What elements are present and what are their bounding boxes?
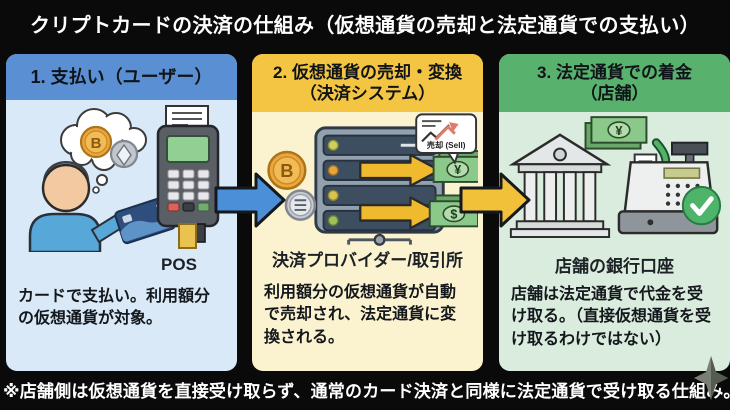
panel3-header-line1: 3. 法定通貨での着金 xyxy=(537,62,692,82)
bitcoin-coin-icon: B xyxy=(79,125,113,159)
svg-text:¥: ¥ xyxy=(615,123,623,138)
svg-text:B: B xyxy=(280,160,293,181)
panel2-header-line1: 2. 仮想通貨の売却・変換 xyxy=(273,62,462,82)
sell-chart-bubble-icon: 売却 (Sell) xyxy=(415,113,478,165)
svg-text:売却 (Sell): 売却 (Sell) xyxy=(427,140,466,150)
panel3-header: 3. 法定通貨での着金 （店舗） xyxy=(499,54,730,112)
svg-text:¥: ¥ xyxy=(454,163,461,177)
arrow-step2-to-step3-icon xyxy=(459,172,531,228)
panel3-description: 店舗は法定通貨で代金を受け取る。（直接仮想通貨を受け取るわけではない） xyxy=(511,286,712,348)
pos-label: POS xyxy=(161,255,197,274)
panel1-header: 1. 支払い（ユーザー） xyxy=(6,54,237,100)
panel2-description: 利用額分の仮想通貨が自動で売却され、法定通貨に変換される。 xyxy=(264,284,457,346)
sparkle-icon xyxy=(694,356,728,400)
panel1-header-line1: 1. 支払い（ユーザー） xyxy=(30,66,213,87)
panel-step2-conversion: 2. 仮想通貨の売却・変換 （決済システム） xyxy=(252,54,483,371)
yen-banknotes-icon: ¥ xyxy=(584,116,648,150)
page-title: クリプトカードの決済の仕組み（仮想通貨の売却と法定通貨での支払い） xyxy=(30,15,700,37)
pos-terminal-icon xyxy=(156,105,220,249)
person-icon xyxy=(28,161,134,252)
ethereum-coin-icon xyxy=(109,139,139,169)
server-rack-icon xyxy=(314,126,445,234)
bank-building-icon xyxy=(508,133,612,238)
bitcoin-coin-icon: B xyxy=(267,150,307,190)
panel1-description: カードで支払い。利用額分の仮想通貨が対象。 xyxy=(18,288,211,328)
provider-label: 決済プロバイダー/取引所 xyxy=(271,251,464,270)
panel-step3-settlement: 3. 法定通貨での着金 （店舗） ¥ xyxy=(499,54,730,371)
panel3-header-line2: （店舗） xyxy=(580,84,649,103)
svg-text:B: B xyxy=(91,135,102,152)
panel-step1-payment: 1. 支払い（ユーザー） xyxy=(6,54,237,371)
panel3-illustration: ¥ xyxy=(508,116,722,238)
panel1-illustration: B xyxy=(28,105,220,252)
footer-note: ※店舗側は仮想通貨を直接受け取らず、通常のカード決済と同様に法定通貨で受け取る仕… xyxy=(3,382,730,401)
svg-text:$: $ xyxy=(450,208,457,222)
panel2-header: 2. 仮想通貨の売却・変換 （決済システム） xyxy=(252,54,483,112)
yen-banknote-icon: ¥ xyxy=(432,150,478,183)
panel2-illustration: B ¥ $ xyxy=(267,113,478,246)
check-badge-icon xyxy=(681,185,722,226)
panel2-header-line2: （決済システム） xyxy=(299,84,436,103)
arrow-step1-to-step2-icon xyxy=(214,172,286,228)
bank-account-label: 店舗の銀行口座 xyxy=(555,257,674,276)
network-node-icon xyxy=(347,232,412,246)
conversion-arrows-icon xyxy=(359,153,441,230)
ethereum-coin-icon xyxy=(284,189,317,221)
